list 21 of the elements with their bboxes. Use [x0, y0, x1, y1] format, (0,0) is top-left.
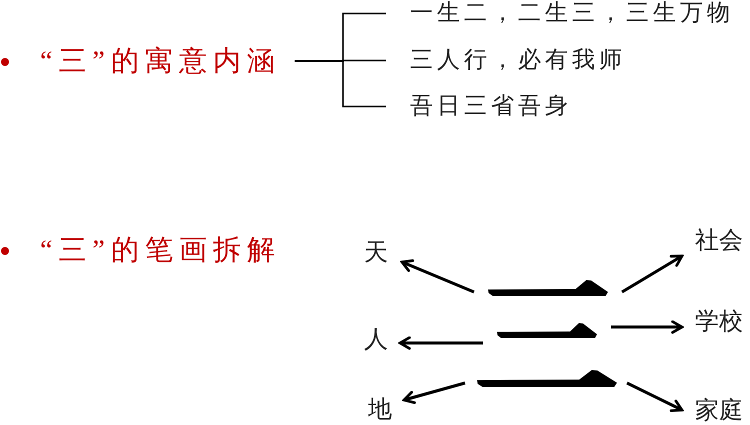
- text-label: 三人行，必有我师: [410, 49, 626, 72]
- text-label: 天: [364, 241, 388, 265]
- arrow: [400, 259, 475, 294]
- brush-stroke: [497, 323, 597, 338]
- connector-line: [294, 60, 386, 108]
- text-label: 一生二，二生三，三生万物: [410, 2, 734, 25]
- arrow: [398, 336, 483, 350]
- text-label: 地: [368, 398, 392, 422]
- text-label: 家庭: [695, 399, 743, 423]
- text-label: 社会: [695, 229, 743, 253]
- text-label: 吾日三省吾身: [410, 95, 572, 118]
- heading-text: “三”的笔画拆解: [40, 237, 281, 265]
- arrow: [402, 382, 466, 404]
- brush-stroke: [488, 280, 608, 296]
- arrow: [621, 254, 684, 294]
- heading-text: “三”的寓意内涵: [40, 48, 281, 76]
- arrow: [611, 320, 684, 334]
- text-label: 学校: [695, 310, 743, 334]
- brush-stroke: [477, 370, 617, 387]
- arrow: [626, 382, 684, 412]
- text-label: 人: [364, 328, 388, 352]
